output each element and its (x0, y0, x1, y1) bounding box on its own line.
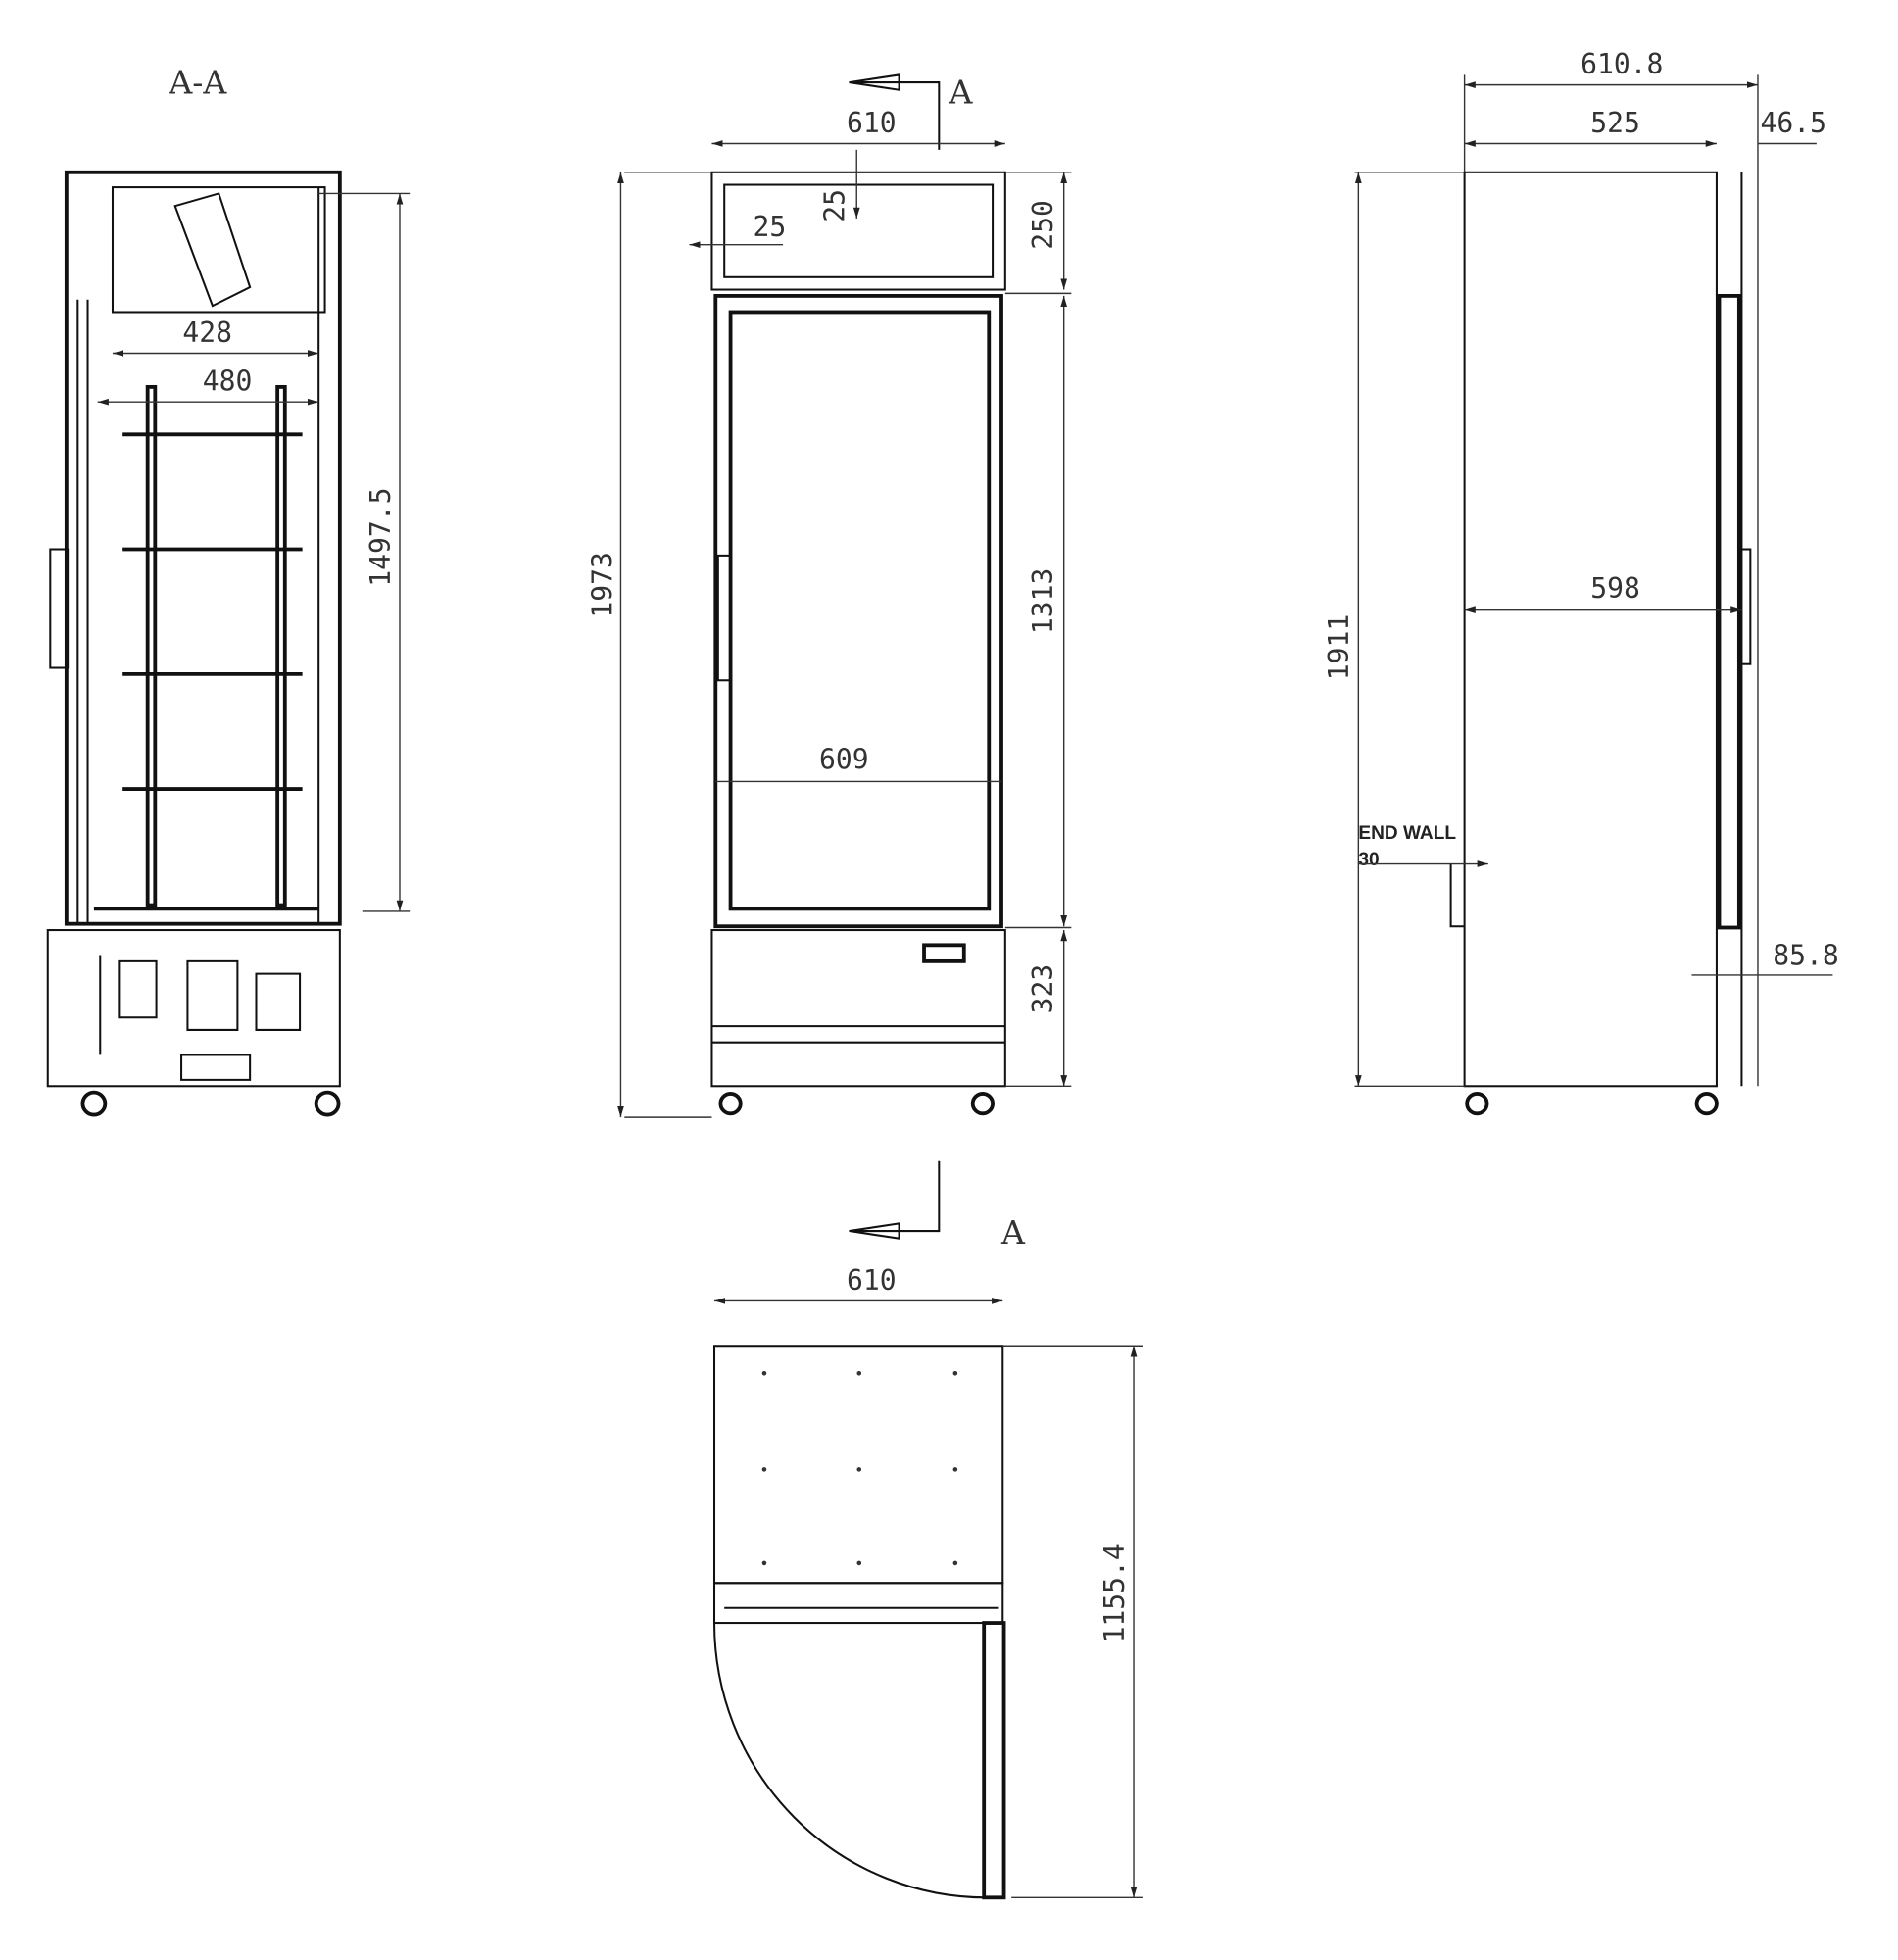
dim-25-side: 25 (754, 211, 787, 243)
door-swing-arc (712, 1623, 987, 1899)
dim-428: 428 (182, 317, 232, 349)
dim-609: 609 (819, 744, 869, 776)
dim-250: 250 (1027, 200, 1059, 250)
shelf-upright (145, 384, 158, 907)
dim-46-5: 46.5 (1761, 107, 1826, 139)
dim-1497-5: 1497.5 (365, 488, 397, 587)
dim-323: 323 (1027, 964, 1059, 1014)
section-marker: A (1000, 1213, 1026, 1251)
dim-610: 610 (847, 107, 897, 139)
dim-610-8: 610.8 (1581, 48, 1663, 80)
section-view-a-a: A-A 428 480 1497.5 (46, 64, 411, 1117)
dim-1911: 1911 (1323, 614, 1355, 680)
front-view: A 610 25 25 250 1313 323 1973 609 (587, 74, 1072, 1118)
dim-1155-4: 1155.4 (1098, 1544, 1131, 1642)
section-marker: A (948, 74, 973, 112)
dim-1973: 1973 (587, 552, 619, 617)
control-display (922, 943, 966, 963)
end-wall-label: END WALL (1358, 823, 1456, 844)
shelf-upright (275, 384, 287, 907)
door-profile (1717, 293, 1741, 930)
section-title: A-A (168, 64, 227, 102)
side-view: 610.8 525 46.5 1911 598 END WALL 30 85.8 (1323, 48, 1839, 1116)
dim-85-8: 85.8 (1773, 940, 1838, 972)
mounting-points (761, 1370, 958, 1566)
dim-25-top: 25 (818, 189, 851, 222)
door-handle (716, 554, 732, 682)
glass-door (713, 294, 1003, 929)
door-open (982, 1621, 1006, 1900)
end-wall-value: 30 (1358, 850, 1379, 870)
dim-598: 598 (1590, 572, 1640, 605)
dim-525: 525 (1590, 107, 1640, 139)
top-view: A 610 1155.4 (712, 1160, 1143, 1900)
dim-610: 610 (847, 1264, 897, 1297)
dim-1313: 1313 (1027, 568, 1059, 634)
dim-480: 480 (203, 366, 253, 398)
